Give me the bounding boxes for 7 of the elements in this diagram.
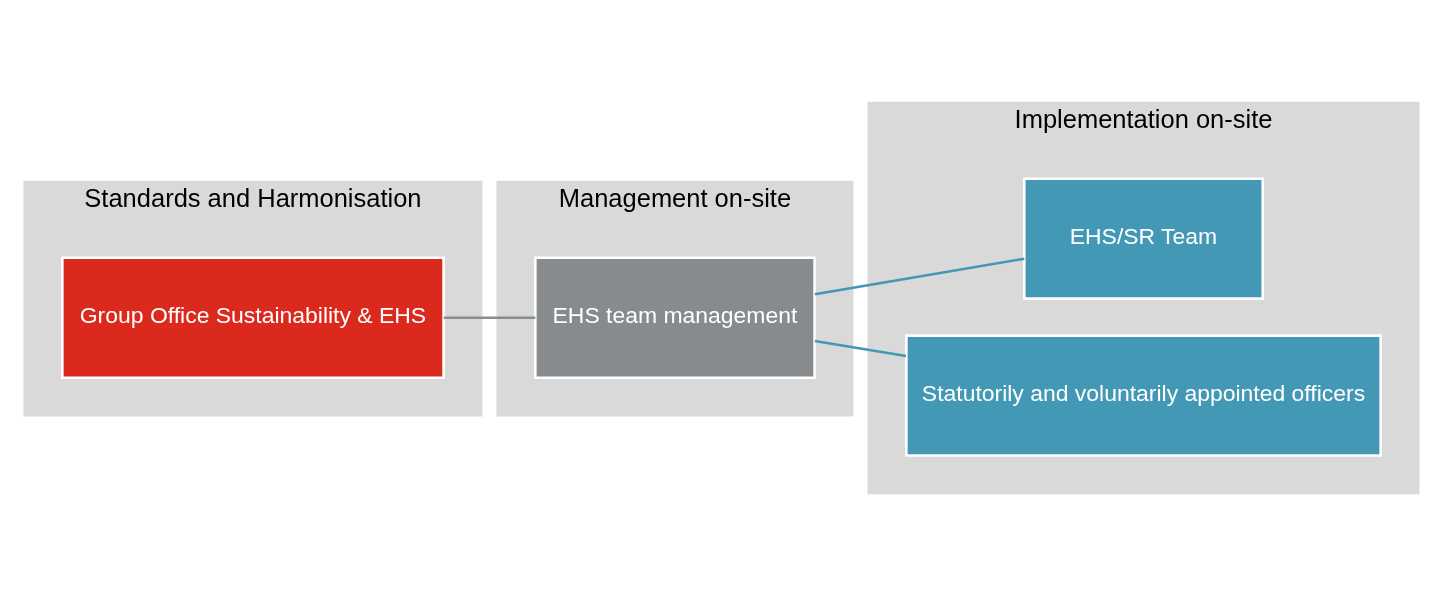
node-box: EHS/SR Team: [1023, 177, 1264, 300]
node-box: Statutorily and voluntarily appointed officers: [905, 333, 1382, 457]
node-box: EHS team management: [534, 256, 816, 379]
node-box: Group Office Sustainability & EHS: [61, 256, 445, 379]
connector: [814, 256, 1025, 295]
connector: [443, 316, 536, 319]
connector: [814, 339, 907, 357]
